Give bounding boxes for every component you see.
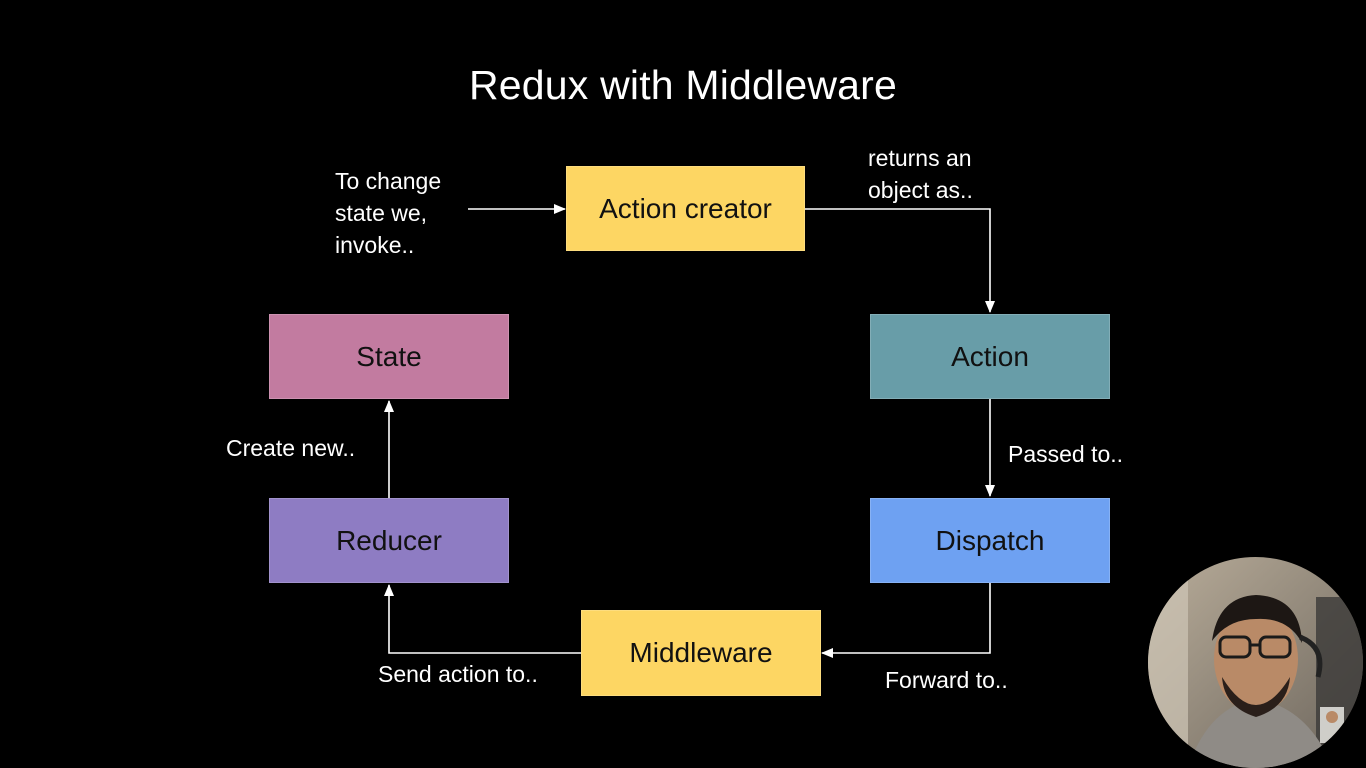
dispatch-label: Dispatch xyxy=(935,524,1045,556)
edge-label-passed-to: Passed to.. xyxy=(1008,441,1124,467)
arrow-action-creator-to-action xyxy=(805,208,995,313)
reducer-box: Reducer xyxy=(269,498,509,583)
action-creator-box: Action creator xyxy=(566,166,805,251)
edge-label-returns: returns an object as.. xyxy=(868,145,973,203)
edge-label-send-action-to: Send action to.. xyxy=(378,661,538,687)
state-label: State xyxy=(356,340,422,372)
action-label: Action xyxy=(951,340,1029,372)
webcam-overlay xyxy=(1148,557,1363,768)
arrow-dispatch-to-middleware xyxy=(821,583,991,658)
middleware-box: Middleware xyxy=(581,610,821,696)
edge-label-forward-to: Forward to.. xyxy=(885,667,1008,693)
dispatch-box: Dispatch xyxy=(870,498,1110,583)
diagram-title: Redux with Middleware xyxy=(468,62,898,108)
state-box: State xyxy=(269,314,509,399)
middleware-label: Middleware xyxy=(629,637,773,668)
arrow-middleware-to-reducer xyxy=(384,584,581,654)
reducer-label: Reducer xyxy=(336,524,442,556)
presenter-image xyxy=(1148,557,1363,768)
action-box: Action xyxy=(870,314,1110,399)
edge-label-to-change: To change state we, invoke.. xyxy=(335,168,442,258)
edge-label-create-new: Create new.. xyxy=(226,435,356,461)
action-creator-label: Action creator xyxy=(599,192,772,224)
